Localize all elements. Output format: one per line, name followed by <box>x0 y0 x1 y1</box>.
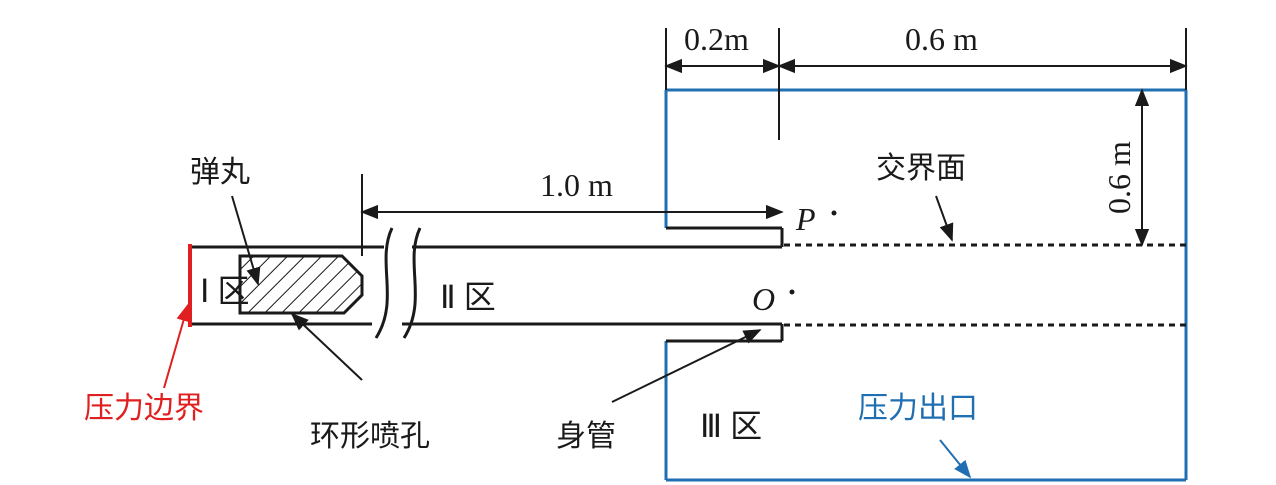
projectile-label: 弹丸 <box>190 155 250 190</box>
zone-1-label: Ⅰ 区 <box>200 273 249 309</box>
zone-3-label: Ⅲ 区 <box>700 408 762 444</box>
barrel-tube <box>190 226 784 343</box>
dimension-0-2: 0.2m <box>684 21 749 57</box>
zone-2-label: Ⅱ 区 <box>440 279 496 315</box>
annular-nozzle-label: 环形喷孔 <box>310 419 430 454</box>
barrel-label: 身管 <box>556 419 616 454</box>
point-o-dot <box>789 289 795 295</box>
dimension-0-6-vertical: 0.6 m <box>1101 141 1137 214</box>
pressure-outlet-boundary <box>664 88 1188 482</box>
tube-break-marks <box>374 227 422 339</box>
projectile-body <box>238 254 364 315</box>
leader-arrows <box>163 195 972 479</box>
pressure-boundary-label: 压力边界 <box>84 391 204 426</box>
interface-label: 交界面 <box>876 151 966 186</box>
interface-dashed-lines <box>784 243 1186 327</box>
dimension-0-6-horizontal: 0.6 m <box>905 21 978 57</box>
point-p-dot <box>831 210 837 216</box>
dimension-lines <box>360 28 1188 256</box>
point-o-label: O <box>752 281 775 317</box>
pressure-outlet-label: 压力出口 <box>858 391 978 426</box>
dimension-1-0: 1.0 m <box>540 167 613 203</box>
point-p-label: P <box>795 201 816 237</box>
